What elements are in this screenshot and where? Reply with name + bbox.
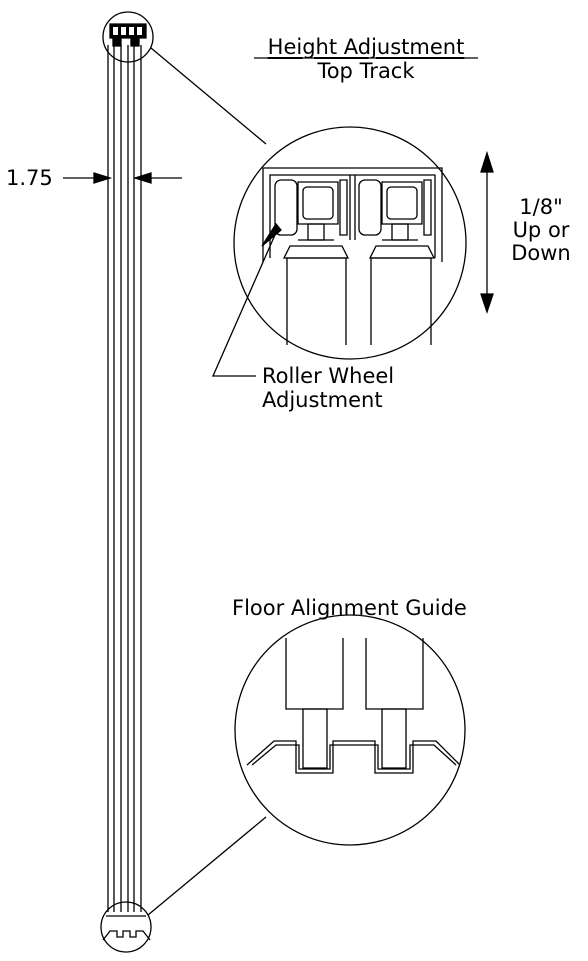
roller-leader-line [213, 228, 278, 376]
dimension-label: 1.75 [6, 166, 53, 190]
bottom-detail-marker [101, 902, 151, 952]
adjust-range-label: 1/8" [519, 195, 563, 219]
floor-alignment-guide-label: Floor Alignment Guide [232, 596, 467, 620]
roller-wheel-label: Roller Wheel [262, 364, 395, 388]
door-panels [108, 45, 141, 912]
width-dimension [63, 172, 182, 184]
top-detail-marker [103, 12, 153, 62]
top-leader-line [151, 48, 266, 144]
title-height-adjustment: Height Adjustment [267, 35, 465, 59]
floor-guide-detail [235, 615, 465, 845]
top-track-detail [234, 127, 466, 359]
subtitle-top-track: Top Track [317, 59, 415, 83]
up-down-arrow [480, 150, 494, 315]
roller-adjustment-label: Adjustment [262, 388, 383, 412]
adjust-down-label: Down [511, 241, 571, 265]
bottom-leader-line [148, 817, 266, 915]
adjust-up-or-label: Up or [512, 218, 570, 242]
